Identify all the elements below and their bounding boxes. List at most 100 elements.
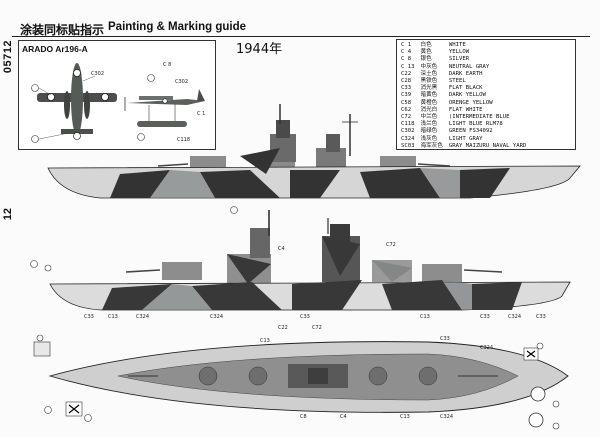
legend-code: C22 [401, 70, 412, 77]
plan-label-c324-a: C324 [480, 345, 494, 351]
legend-cn: 深土色 [420, 70, 438, 77]
aircraft-title: ARADO Ar196-A [22, 44, 88, 54]
plan-label-c324-b: C324 [440, 414, 454, 420]
callout-c302-b: C302 [175, 79, 189, 85]
plan-label-c22: C22 [278, 325, 288, 331]
label-c4: C4 [278, 246, 285, 252]
legend-row: C 13 中灰色 NEUTRAL GRAY [401, 64, 532, 71]
callout-c8: C 8 [163, 62, 172, 68]
legend-row: C62 消光白 FLAT WHITE [401, 107, 532, 114]
legend-cn: 黑铁色 [420, 78, 438, 85]
callout-c118: C118 [177, 137, 191, 143]
flag-box [33, 334, 51, 357]
legend-code: C72 [401, 114, 412, 121]
label-c13-b: C13 [420, 314, 430, 320]
title-chinese: 涂装同标贴指示 [20, 23, 105, 37]
legend-code: C28 [401, 78, 412, 85]
plan-label-c4: C4 [340, 414, 347, 420]
legend-en: GREEN FS34092 [448, 128, 493, 135]
label-c324-a: C324 [136, 314, 150, 320]
profile-2-superstructure [30, 206, 503, 284]
legend-en: LIGHT GRAY [448, 135, 483, 142]
legend-en: DARK YELLOW [448, 92, 486, 99]
legend-cn: 浅兰色 [420, 121, 438, 128]
callout-c1: C 1 [197, 111, 206, 117]
aircraft-top-view [31, 63, 117, 143]
legend-en: NEUTRAL GRAY [448, 63, 490, 70]
legend-en: SILVER [448, 56, 470, 63]
legend-cn: 暗绿色 [420, 128, 438, 135]
legend-row: C39 暗黄色 DARK YELLOW [401, 92, 532, 99]
legend-code: C62 [401, 106, 412, 113]
legend-row: C72 中兰色 (INTERMEDIATE BLUE [401, 114, 532, 121]
legend-cn: 黄色 [420, 49, 432, 56]
legend-row: C22 深土色 DARK EARTH [401, 71, 532, 78]
legend-code: C324 [401, 135, 415, 142]
ship-plan-view [33, 334, 569, 430]
label-c13-a: C13 [108, 314, 118, 320]
header-rule [12, 36, 590, 37]
profile-2-camo [102, 236, 522, 310]
legend-code: C 1 [401, 42, 412, 48]
legend-en: ORENGE YELLOW [448, 99, 493, 106]
legend-cn: 黄橙色 [420, 99, 438, 106]
plan-details [128, 364, 498, 388]
kit-number: 05712 [2, 40, 14, 74]
ship-profile-middle [30, 206, 571, 311]
legend-code: C 4 [401, 49, 412, 56]
label-c33-d: C33 [536, 314, 546, 320]
plan-label-c8: C8 [300, 414, 307, 420]
legend-en: YELLOW [448, 49, 470, 56]
legend-cn: 消光白 [420, 106, 438, 113]
legend-row: C33 消光黑 FLAT BLACK [401, 85, 532, 92]
legend-code: C 13 [401, 63, 415, 70]
title-english: Painting & Marking guide [108, 21, 247, 33]
legend-cn: 中灰色 [420, 63, 438, 70]
legend-en: WHITE [448, 42, 466, 48]
legend-en: LIGHT BLUE RLM78 [448, 121, 503, 128]
legend-en: FLAT BLACK [448, 85, 483, 92]
legend-cn: 消光黑 [420, 85, 438, 92]
label-c324-b: C324 [210, 314, 224, 320]
plan-label-c13-a: C13 [260, 338, 270, 344]
legend-code: C39 [401, 92, 412, 99]
legend-code: C 8 [401, 56, 412, 63]
label-c33-c: C33 [480, 314, 490, 320]
legend-row: C28 黑铁色 STEEL [401, 78, 532, 85]
legend-en: STEEL [448, 78, 466, 85]
swastika-flag-markings [44, 342, 560, 430]
legend-row: C 4 黄色 YELLOW [401, 49, 532, 56]
legend-en: DARK EARTH [448, 70, 483, 77]
legend-en: (INTERMEDIATE BLUE [448, 114, 510, 121]
legend-code: SC03 [401, 142, 415, 149]
legend-cn: 银色 [420, 56, 432, 63]
plan-label-c33: C33 [440, 336, 450, 342]
aircraft-drawings [31, 63, 205, 143]
legend-cn: 暗黄色 [420, 92, 438, 99]
label-c33-a: C33 [84, 314, 94, 320]
aircraft-side-view [124, 74, 205, 141]
aircraft-panel: ARADO Ar196-A [18, 40, 216, 150]
callout-c302-a: C302 [91, 71, 105, 77]
legend-en: FLAT WHITE [448, 106, 483, 113]
legend-code: C33 [401, 85, 412, 92]
legend-row: C 8 银色 SILVER [401, 56, 532, 63]
legend-code: C302 [401, 128, 415, 135]
legend-en: GRAY MAIZURU NAVAL YARD [448, 142, 527, 149]
legend-cn: 中兰色 [420, 114, 438, 121]
label-c33-b: C33 [300, 314, 310, 320]
label-c72: C72 [386, 242, 396, 248]
profile-1-superstructure [157, 104, 451, 174]
ship-profile-top [47, 104, 581, 199]
legend-row: C302 暗绿色 GREEN FS34092 [401, 128, 532, 135]
label-c324-c: C324 [508, 314, 522, 320]
page-number: 12 [2, 208, 14, 221]
plan-label-c72: C72 [312, 325, 322, 331]
